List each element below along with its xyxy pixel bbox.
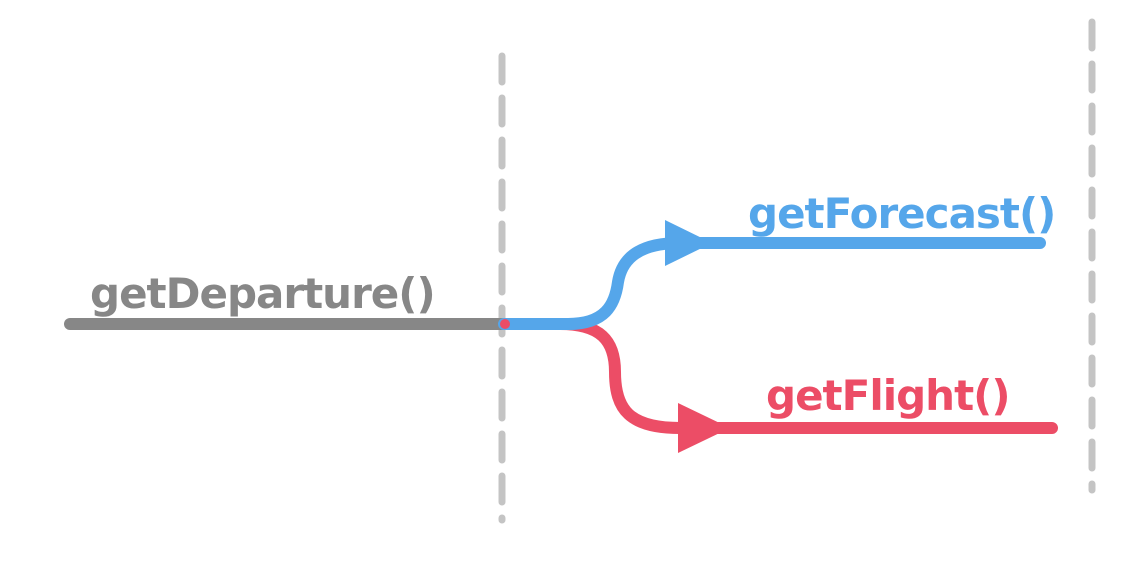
junction-dot xyxy=(500,319,510,329)
forecast-arrow-icon xyxy=(665,220,712,266)
forecast-stream-line xyxy=(498,237,1046,330)
flight-arrow-icon xyxy=(678,403,730,453)
departure-label: getDeparture() xyxy=(90,269,435,318)
flight-stream-line xyxy=(554,318,1058,434)
forecast-label: getForecast() xyxy=(748,189,1055,238)
flight-label: getFlight() xyxy=(766,371,1010,420)
